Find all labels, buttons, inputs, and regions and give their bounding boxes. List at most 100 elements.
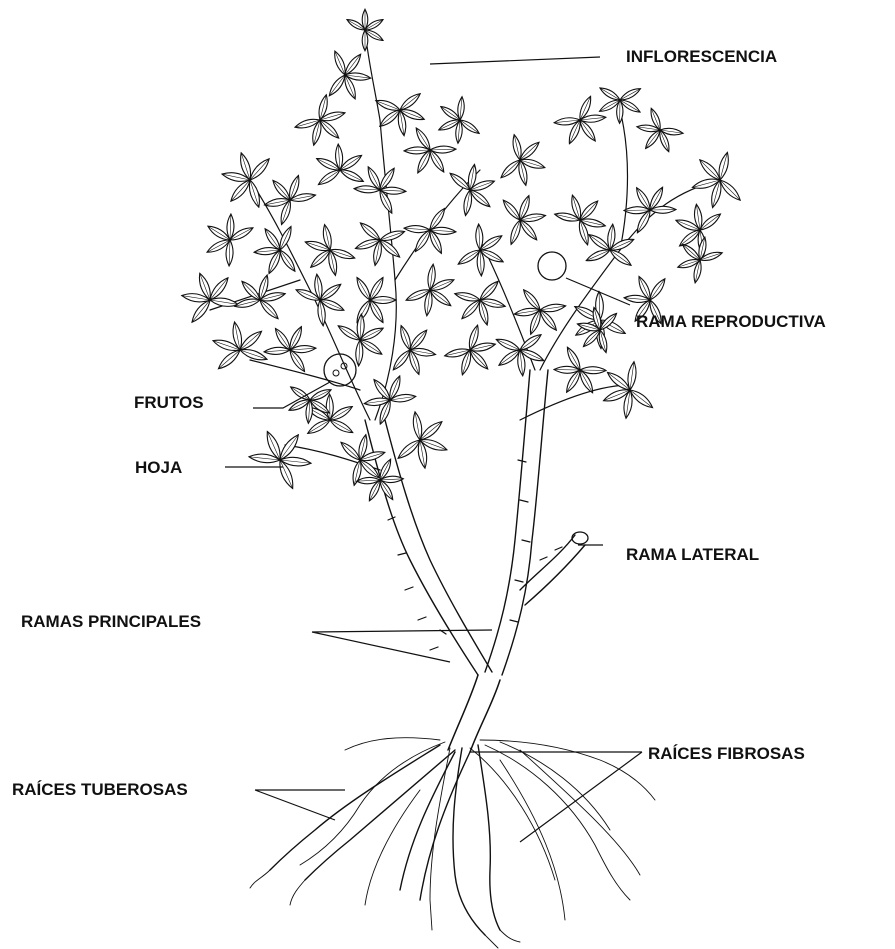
leaf-vein: [520, 220, 537, 240]
leaf-cluster: [296, 274, 344, 326]
leaf-vein: [589, 235, 610, 250]
leaf-cluster: [305, 225, 354, 276]
leaf-vein: [260, 300, 278, 319]
leaves-drawing: [182, 9, 740, 501]
leaf-vein: [610, 250, 631, 265]
leaf-cluster: [554, 347, 606, 392]
leaf-vein: [340, 155, 362, 170]
leaf-cluster: [692, 152, 740, 207]
leader-ramas-principales: [312, 630, 492, 662]
leaf-cluster: [347, 9, 383, 51]
leaf-vein: [520, 335, 541, 350]
leaf-vein: [192, 300, 210, 322]
leaf-cluster: [586, 224, 634, 265]
leaf-cluster: [364, 376, 415, 424]
leaf-vein: [345, 54, 361, 75]
leaf-vein: [410, 330, 427, 350]
leaf-vein: [503, 200, 520, 220]
leaf-vein: [398, 440, 420, 458]
label-ramas-principales: RAMAS PRINCIPALES: [21, 613, 201, 630]
leaf-cluster: [404, 208, 456, 253]
leaf-vein: [240, 331, 262, 350]
leaf-vein: [460, 120, 479, 133]
leaf-vein: [210, 278, 228, 300]
leaf-vein: [380, 240, 400, 257]
leaf-cluster: [295, 95, 345, 145]
leaf-cluster: [329, 51, 370, 99]
leaf-vein: [374, 380, 390, 400]
leaf-cluster: [624, 187, 676, 232]
leaf-cluster: [264, 327, 316, 372]
leaf-vein: [420, 422, 442, 440]
leaf-vein: [580, 120, 595, 141]
leaf-vein: [400, 94, 420, 110]
leaf-vein: [242, 281, 260, 300]
leaf-cluster: [355, 223, 404, 266]
leaf-vein: [341, 442, 360, 460]
fruits-circle: [324, 354, 356, 386]
leaf-vein: [415, 230, 430, 252]
leaf-vein: [470, 190, 490, 207]
leaf-vein: [524, 290, 540, 310]
leaf-cluster: [554, 96, 606, 144]
leaf-cluster: [455, 281, 505, 325]
leaf-cluster: [496, 335, 544, 376]
leaf-vein: [470, 350, 488, 369]
reproductive-branch-circle: [538, 252, 566, 280]
leaf-vein: [393, 350, 410, 370]
leaf-cluster: [450, 164, 494, 215]
leaf-vein: [318, 170, 340, 185]
leaf-vein: [580, 201, 598, 220]
leaf-vein: [275, 328, 290, 350]
leaf-vein: [280, 435, 298, 460]
leaf-cluster: [404, 128, 456, 173]
label-rama-reproductiva: RAMA REPRODUCTIVA: [636, 313, 826, 330]
roots-drawing: [250, 738, 655, 948]
fruit-dot: [333, 370, 339, 376]
label-rama-lateral: RAMA LATERAL: [626, 546, 759, 563]
leader-inflorescencia: [430, 57, 600, 64]
leaf-cluster: [398, 412, 447, 468]
leaf-vein: [650, 279, 665, 300]
leaf-vein: [273, 180, 290, 200]
leaf-cluster: [354, 167, 406, 213]
leader-raices-tuberosas: [255, 790, 345, 820]
leaf-vein: [450, 173, 470, 190]
leaf-vein: [320, 120, 339, 138]
leaf-cluster: [254, 226, 295, 273]
leaf-cluster: [676, 204, 721, 255]
label-raices-tuberosas: RAÍCES TUBEROSAS: [12, 781, 188, 798]
leaf-vein: [720, 180, 740, 200]
leaf-cluster: [317, 144, 364, 184]
leaf-cluster: [514, 290, 565, 334]
leaf-cluster: [600, 88, 641, 123]
leaf-vein: [250, 159, 269, 180]
leaf-vein: [700, 160, 720, 180]
leaf-cluster: [603, 362, 652, 419]
leaf-cluster: [338, 314, 383, 366]
leaf-cluster: [393, 326, 435, 375]
leaf-vein: [329, 75, 345, 96]
label-hoja: HOJA: [135, 459, 182, 476]
leaf-cluster: [501, 135, 545, 186]
leaf-cluster: [182, 273, 238, 322]
leaf-vein: [462, 300, 480, 319]
leaf-cluster: [357, 277, 396, 322]
leaf-vein: [231, 180, 250, 201]
leaf-vein: [360, 223, 380, 240]
leaf-vein: [308, 420, 330, 433]
label-raices-fibrosas: RAÍCES FIBROSAS: [648, 745, 805, 762]
leaf-vein: [520, 142, 539, 160]
leaf-vein: [540, 310, 556, 330]
leaf-cluster: [503, 196, 545, 245]
leaf-vein: [380, 110, 400, 126]
label-inflorescencia: INFLORESCENCIA: [626, 48, 777, 65]
leaf-vein: [320, 284, 341, 300]
leaf-vein: [700, 214, 720, 230]
leaf-vein: [441, 107, 460, 120]
leaf-vein: [499, 350, 520, 365]
leaf-vein: [501, 160, 520, 178]
leaf-vein: [600, 88, 620, 100]
leaf-cluster: [406, 264, 454, 316]
leaf-cluster: [439, 97, 479, 144]
